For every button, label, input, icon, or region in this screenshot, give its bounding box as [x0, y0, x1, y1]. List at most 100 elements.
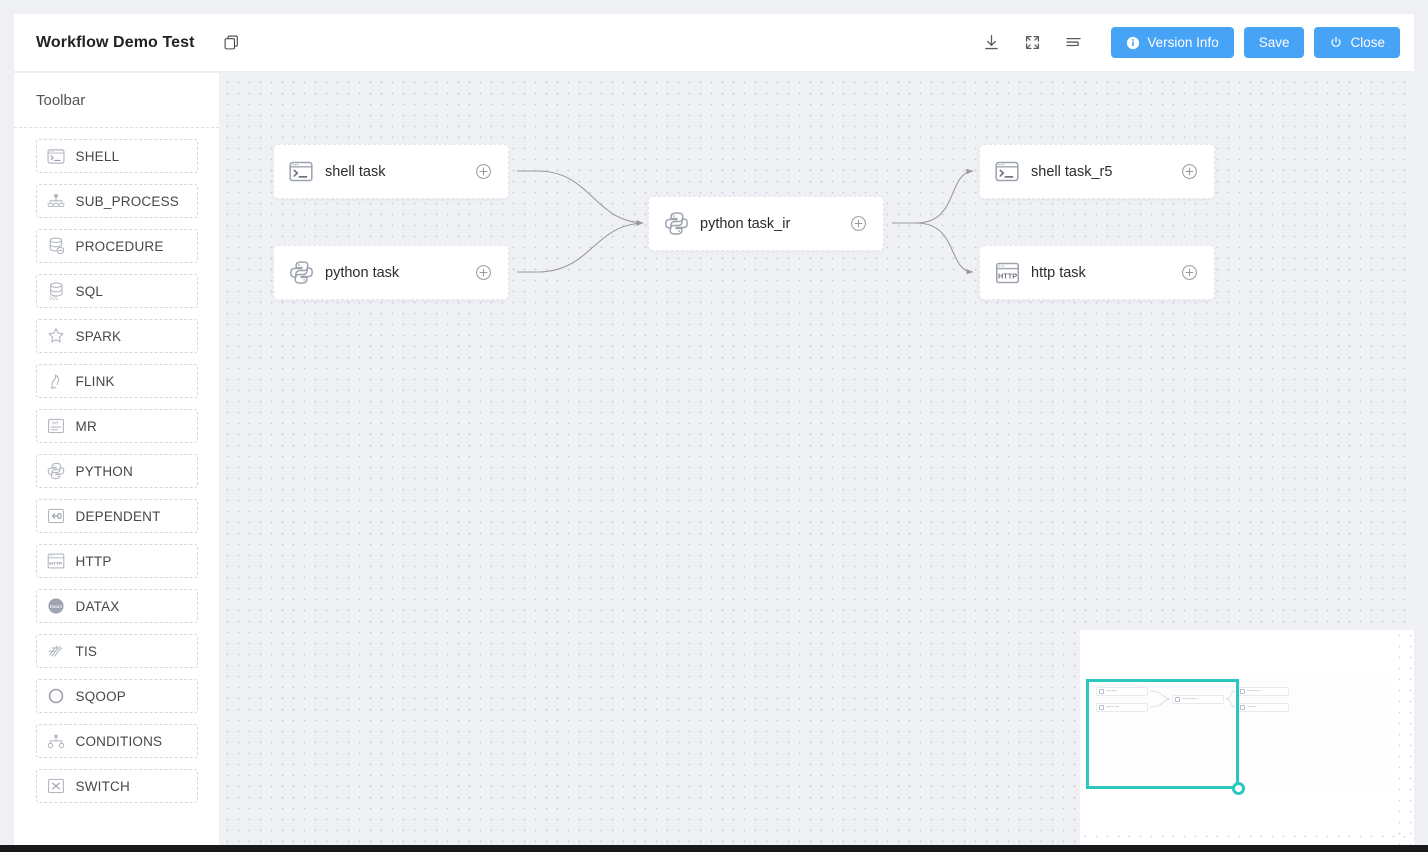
node-output-port[interactable]: [1181, 264, 1198, 281]
shell-icon: [47, 147, 66, 166]
svg-text:HTTP: HTTP: [997, 271, 1016, 280]
sidebar-item-label: SQOOP: [75, 688, 127, 704]
sidebar-item-label: SWITCH: [75, 778, 130, 794]
sub-process-icon: [47, 192, 66, 211]
sidebar-item-label: DEPENDENT: [75, 508, 161, 524]
datax-icon: DataX: [47, 597, 66, 616]
toolbar-item-list: SHELL SUB_PROCESS: [14, 128, 219, 803]
minimap-node-icon: [1240, 689, 1245, 694]
sidebar-item-http[interactable]: HTTP HTTP: [35, 544, 198, 578]
sidebar-item-datax[interactable]: DataX DATAX: [35, 589, 198, 623]
node-output-port[interactable]: [1181, 163, 1198, 180]
minimap-node-icon: [1175, 697, 1180, 702]
sidebar-item-mr[interactable]: MR MR: [35, 409, 198, 443]
edge-python-ir-to-shell-r5: [892, 168, 974, 224]
node-shell-task-r5[interactable]: shell task_r5: [979, 144, 1215, 199]
app-header: Workflow Demo Test: [14, 14, 1414, 72]
http-icon: HTTP: [994, 260, 1020, 286]
procedure-icon: [47, 237, 66, 256]
minimap-node-icon: [1099, 689, 1104, 694]
minimap-graph-area: [1088, 678, 1391, 786]
format-icon[interactable]: [1056, 26, 1090, 60]
switch-icon: [47, 777, 66, 796]
sidebar-item-sub-process[interactable]: SUB_PROCESS: [35, 184, 198, 218]
node-python-task[interactable]: python task: [273, 245, 509, 300]
minimap-node: python task: [1096, 703, 1148, 712]
sidebar-item-label: HTTP: [75, 553, 112, 569]
sidebar-item-label: TIS: [75, 643, 98, 659]
shell-icon: [994, 159, 1020, 185]
sidebar-item-dependent[interactable]: DEPENDENT: [35, 499, 198, 533]
node-python-task-ir[interactable]: python task_ir: [648, 196, 884, 251]
workflow-canvas[interactable]: shell task python task: [219, 73, 1414, 845]
mr-icon: MR: [47, 417, 66, 436]
sidebar-item-label: SPARK: [75, 328, 122, 344]
version-info-button[interactable]: Version Info: [1111, 27, 1234, 58]
dependent-icon: [47, 507, 66, 526]
sidebar-item-spark[interactable]: SPARK: [35, 319, 198, 353]
sidebar-item-switch[interactable]: SWITCH: [35, 769, 198, 803]
spark-icon: [47, 327, 66, 346]
sidebar-item-sqoop[interactable]: SQOOP: [35, 679, 198, 713]
sidebar-item-shell[interactable]: SHELL: [35, 139, 198, 173]
page-title: Workflow Demo Test: [36, 33, 195, 51]
sqoop-icon: [47, 687, 66, 706]
node-label: python task: [325, 264, 400, 281]
copy-icon[interactable]: [221, 32, 243, 54]
sidebar-item-label: PYTHON: [75, 463, 133, 479]
svg-text:SQL: SQL: [48, 295, 58, 300]
sidebar-item-label: CONDITIONS: [75, 733, 163, 749]
svg-text:DataX: DataX: [50, 604, 63, 609]
bottom-bar: [0, 845, 1428, 852]
node-output-port[interactable]: [475, 163, 492, 180]
node-label: python task_ir: [700, 215, 791, 232]
python-icon: [47, 462, 66, 481]
sidebar-item-flink[interactable]: FLINK: [35, 364, 198, 398]
sidebar-item-label: PROCEDURE: [75, 238, 164, 254]
download-icon[interactable]: [974, 26, 1008, 60]
python-icon: [663, 211, 689, 237]
minimap-node-label: shell task: [1106, 690, 1117, 693]
sidebar-item-label: FLINK: [75, 373, 115, 389]
save-button[interactable]: Save: [1243, 27, 1305, 58]
minimap-node: shell task_r5: [1237, 687, 1289, 696]
info-icon: [1126, 36, 1140, 50]
sidebar-item-label: DATAX: [75, 598, 120, 614]
sidebar-item-tis[interactable]: TIS: [35, 634, 198, 668]
close-button[interactable]: Close: [1314, 27, 1400, 58]
node-http-task[interactable]: HTTP http task: [979, 245, 1215, 300]
shell-icon: [288, 159, 314, 185]
node-label: shell task_r5: [1031, 163, 1113, 180]
sidebar-item-label: MR: [75, 418, 97, 434]
save-label: Save: [1258, 35, 1290, 50]
edge-shell-to-python-ir: [517, 170, 644, 226]
minimap-resize-handle[interactable]: [1232, 782, 1245, 795]
version-info-label: Version Info: [1147, 35, 1219, 50]
node-shell-task[interactable]: shell task: [273, 144, 509, 199]
node-label: shell task: [325, 163, 386, 180]
node-output-port[interactable]: [475, 264, 492, 281]
toolbar-sidebar: Toolbar SHELL: [14, 73, 219, 845]
node-label: http task: [1031, 264, 1086, 281]
minimap-node-label: shell task_r5: [1247, 690, 1262, 693]
minimap-viewport[interactable]: [1086, 679, 1239, 789]
svg-text:HTTP: HTTP: [49, 561, 63, 567]
minimap-node-label: http task: [1247, 706, 1257, 709]
sidebar-item-conditions[interactable]: CONDITIONS: [35, 724, 198, 758]
sidebar-item-python[interactable]: PYTHON: [35, 454, 198, 488]
minimap-node-label: python task: [1106, 706, 1120, 709]
fullscreen-icon[interactable]: [1015, 26, 1049, 60]
node-output-port[interactable]: [850, 215, 867, 232]
sidebar-item-sql[interactable]: SQL SQL: [35, 274, 198, 308]
sql-icon: SQL: [47, 282, 66, 301]
minimap-node-icon: [1099, 705, 1104, 710]
edge-python-ir-to-http: [892, 222, 974, 275]
close-label: Close: [1350, 35, 1385, 50]
sidebar-item-label: SUB_PROCESS: [75, 193, 179, 209]
python-icon: [288, 260, 314, 286]
minimap-dot-grid-right: [1394, 630, 1414, 845]
sidebar-item-label: SHELL: [75, 148, 120, 164]
minimap[interactable]: shell task python task python task_ir sh…: [1080, 630, 1414, 845]
sidebar-item-procedure[interactable]: PROCEDURE: [35, 229, 198, 263]
